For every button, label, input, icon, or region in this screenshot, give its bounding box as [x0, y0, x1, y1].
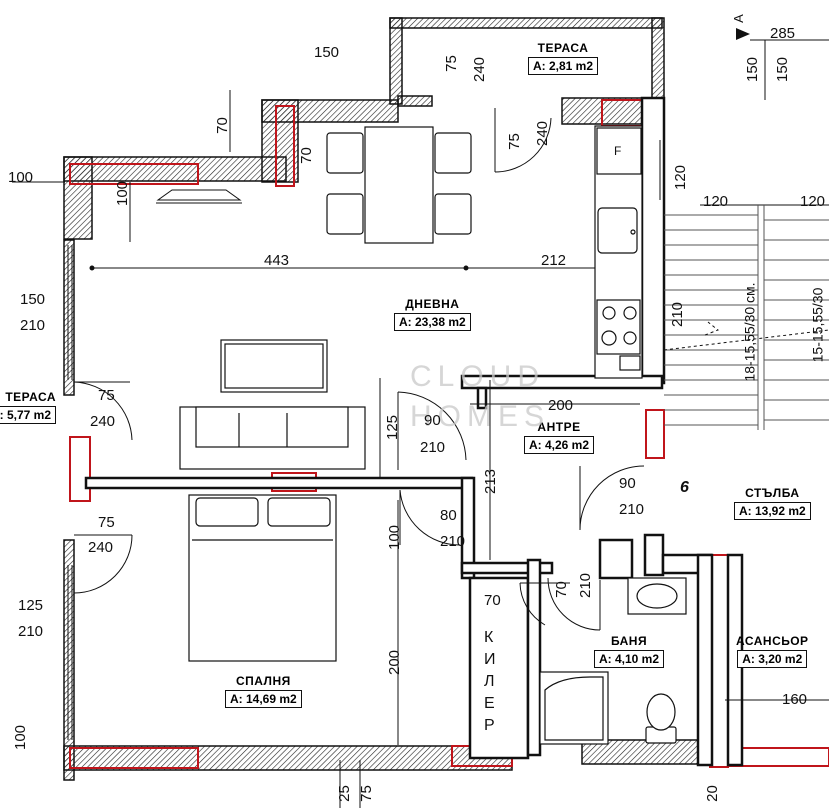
- stair-treads: [664, 205, 829, 430]
- dim-label: 75: [505, 133, 523, 150]
- dim-label: 75: [98, 514, 115, 531]
- dim-label: 75: [442, 55, 460, 72]
- dim-label: 100: [114, 180, 132, 207]
- room-name: ТЕРАСА: [537, 41, 589, 55]
- dim-label: 210: [440, 533, 466, 550]
- dim-label: 75: [357, 785, 375, 802]
- fridge-label: F: [614, 144, 622, 158]
- section-arrow: [736, 28, 750, 40]
- room-name: СТЪЛБА: [745, 486, 800, 500]
- dim-label: 100: [386, 524, 404, 551]
- dim-label: 150: [774, 56, 792, 83]
- dim-label: 213: [482, 468, 500, 495]
- dim-label: 210: [577, 572, 595, 599]
- storage-letter: К: [484, 629, 494, 646]
- dim-label: 240: [88, 539, 114, 556]
- stair-note-cut: 15-15,55/30: [809, 287, 826, 363]
- dim-label: 160: [782, 691, 808, 708]
- dim-label: 150: [744, 56, 762, 83]
- dim-label: 80: [440, 507, 457, 524]
- dining-set: [326, 126, 472, 244]
- dim-label: 240: [471, 56, 489, 83]
- room-name: ТЕРАСА: [5, 390, 57, 404]
- dim-label: 210: [18, 623, 44, 640]
- room-area: А: 5,77 m2: [0, 406, 57, 424]
- bathroom-fixtures: [539, 577, 687, 745]
- watermark-line1: CLOUD: [410, 360, 546, 393]
- dim-label: 90: [424, 412, 441, 429]
- storage-letter: Л: [484, 673, 495, 690]
- interior-walls: [84, 96, 744, 767]
- room-area: А: 13,92 m2: [734, 502, 811, 520]
- dim-label: 200: [548, 397, 574, 414]
- door-swings: [73, 108, 645, 631]
- radiator: [156, 189, 242, 204]
- room-area: А: 4,10 m2: [594, 650, 665, 668]
- storage-letter: Р: [484, 717, 495, 734]
- dim-label: 125: [18, 597, 44, 614]
- room-elevator: АСАНСЬОР А: 3,20 m2: [736, 634, 809, 668]
- exterior-walls: [63, 17, 703, 781]
- room-terrace-top: ТЕРАСА А: 2,81 m2: [528, 41, 599, 75]
- dim-label: 150: [20, 291, 46, 308]
- dim-label: 70: [484, 592, 501, 609]
- dim-label: 25: [335, 785, 353, 802]
- room-entry: АНТРЕ А: 4,26 m2: [524, 420, 595, 454]
- dim-label: 285: [770, 25, 796, 42]
- dim-label: 70: [552, 581, 570, 598]
- room-name: АНТРЕ: [537, 420, 581, 434]
- room-name: ДНЕВНА: [405, 297, 460, 311]
- bed: [188, 494, 337, 662]
- dim-label: 210: [619, 501, 645, 518]
- room-living: ДНЕВНА А: 23,38 m2: [394, 297, 471, 331]
- stair-arrow: [663, 321, 829, 351]
- room-name: СПАЛНЯ: [235, 674, 291, 688]
- dim-label: 210: [20, 317, 46, 334]
- storage-letter: Е: [484, 695, 495, 712]
- room-area: А: 2,81 m2: [528, 57, 599, 75]
- room-area: А: 3,20 m2: [737, 650, 808, 668]
- dim-label: 100: [12, 724, 30, 751]
- dim-label: 212: [541, 252, 567, 269]
- living-furniture: [179, 339, 366, 470]
- window-marks: [67, 245, 73, 740]
- dim-label: 100: [8, 169, 34, 186]
- storage-letter: И: [484, 651, 496, 668]
- room-terrace-left: ТЕРАСА А: 5,77 m2: [0, 390, 57, 424]
- dim-label: 70: [297, 147, 315, 164]
- room-area: А: 4,26 m2: [524, 436, 595, 454]
- stair-note: 18-15,55/30 см.: [741, 282, 758, 382]
- dim-label: 70: [213, 117, 231, 134]
- room-name: АСАНСЬОР: [736, 634, 809, 648]
- room-area: А: 23,38 m2: [394, 313, 471, 331]
- section-mark: A: [730, 14, 746, 23]
- dim-label: 125: [384, 414, 402, 441]
- dim-label: 120: [672, 164, 690, 191]
- kitchen-counter: [594, 125, 643, 379]
- room-stairs: СТЪЛБА А: 13,92 m2: [734, 486, 811, 520]
- watermark-line2: HOMES: [410, 400, 551, 433]
- unit-number: 6: [680, 479, 689, 496]
- dim-label: 240: [90, 413, 116, 430]
- dim-label: 240: [534, 120, 552, 147]
- room-bath: БАНЯ А: 4,10 m2: [594, 634, 665, 668]
- dim-label: 210: [669, 301, 687, 328]
- dim-label: 210: [420, 439, 446, 456]
- room-area: А: 14,69 m2: [225, 690, 302, 708]
- dim-label: 20: [703, 785, 721, 802]
- dim-label: 150: [314, 44, 340, 61]
- dim-label: 200: [386, 649, 404, 676]
- dim-label: 120: [703, 193, 729, 210]
- room-bedroom: СПАЛНЯ А: 14,69 m2: [225, 674, 302, 708]
- room-name: БАНЯ: [610, 634, 648, 648]
- dim-label: 75: [98, 387, 115, 404]
- dim-label: 120: [800, 193, 826, 210]
- dim-label: 443: [264, 252, 290, 269]
- dim-label: 90: [619, 475, 636, 492]
